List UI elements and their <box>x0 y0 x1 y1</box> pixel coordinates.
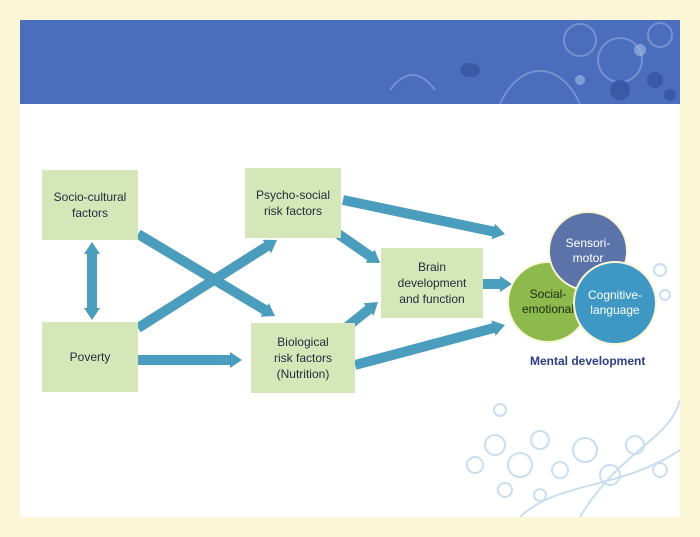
box-psycho-social: Psycho-social risk factors <box>245 168 341 238</box>
arrow-psycho-to-brain <box>331 226 380 263</box>
diagram-panel: Socio-cultural factors Poverty Psycho-so… <box>20 20 680 517</box>
arrow-biological-to-development <box>353 320 505 370</box>
arrow-layer <box>84 195 512 370</box>
arrow-socio-poverty <box>84 242 100 320</box>
circle-cognitive-language: Cognitive- language <box>573 261 657 345</box>
caption-mental-development: Mental development <box>530 354 646 368</box>
header-banner <box>20 20 680 104</box>
background-decoration <box>466 263 680 517</box>
arrow-psycho-to-development <box>342 195 505 240</box>
box-biological: Biological risk factors (Nutrition) <box>251 323 355 393</box>
arrow-poverty-to-biological <box>138 352 242 368</box>
box-brain: Brain development and function <box>381 248 483 318</box>
box-poverty: Poverty <box>42 322 138 392</box>
arrow-brain-to-development <box>483 276 512 292</box>
box-socio-cultural: Socio-cultural factors <box>42 170 138 240</box>
arrow-poverty-to-psycho <box>135 239 277 333</box>
arrow-socio-to-biological <box>135 229 275 317</box>
banner-decoration <box>389 22 676 104</box>
